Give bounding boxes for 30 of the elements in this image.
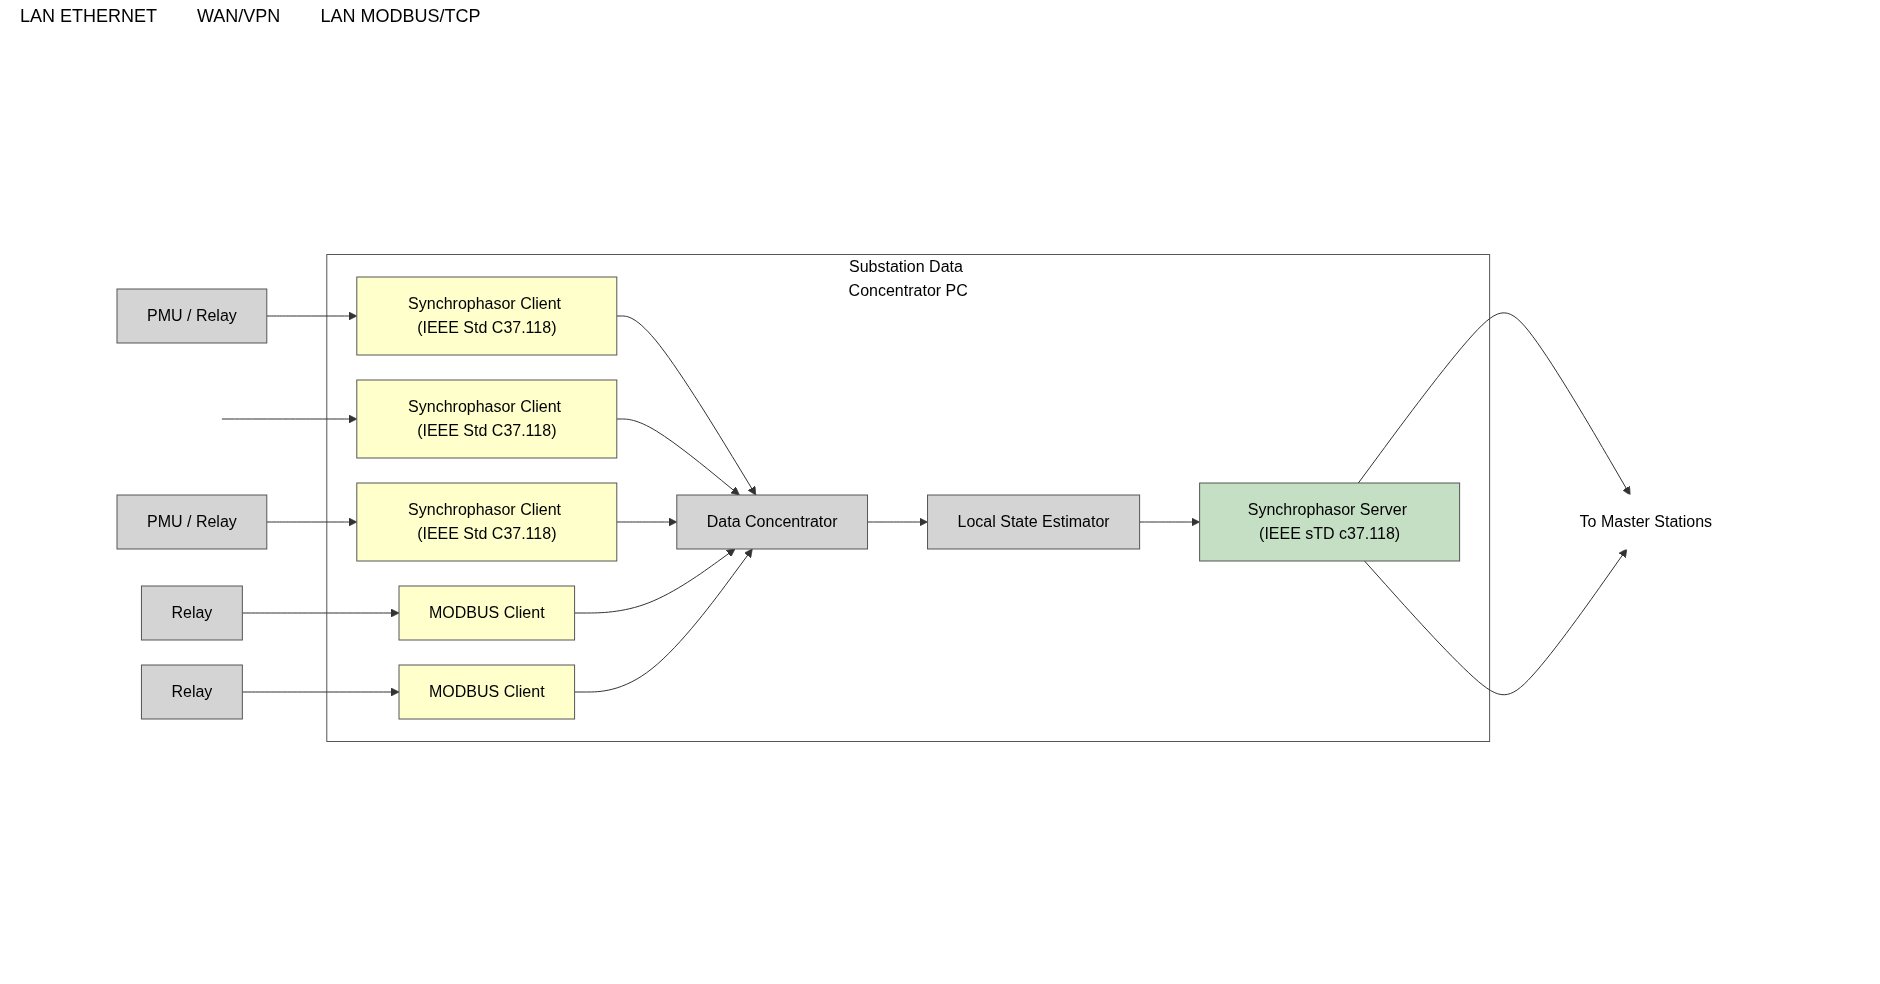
arrow: [574, 548, 754, 693]
arrow: [616, 418, 741, 496]
arrow: [242, 687, 400, 697]
network-label: LAN ETHERNET: [20, 6, 158, 27]
arrow: [1364, 548, 1628, 696]
arrow: [266, 311, 358, 321]
node-box: Synchrophasor Client (IEEE Std C37.118): [356, 379, 618, 459]
node-box: PMU / Relay: [116, 494, 268, 550]
arrow: [867, 517, 929, 527]
node-box: Synchrophasor Client (IEEE Std C37.118): [356, 482, 618, 562]
node-box: Synchrophasor Client (IEEE Std C37.118): [356, 276, 618, 356]
node-box: Relay: [141, 585, 244, 641]
network-label: LAN MODBUS/TCP: [320, 6, 481, 27]
arrow: [221, 414, 358, 424]
node-box: Data Concentrator: [676, 494, 869, 550]
node-box: MODBUS Client: [398, 585, 576, 641]
node-box: PMU / Relay: [116, 288, 268, 344]
arrow: [1358, 312, 1631, 496]
node-box: Relay: [141, 664, 244, 720]
arrow: [616, 517, 678, 527]
node-box: Synchrophasor Server (IEEE sTD c37.118): [1199, 482, 1461, 562]
arrow: [574, 548, 736, 614]
network-label: WAN/VPN: [197, 6, 281, 27]
arrow: [1139, 517, 1201, 527]
arrow: [242, 608, 400, 618]
node-box: MODBUS Client: [398, 664, 576, 720]
node-text: To Master Stations: [1580, 513, 1713, 530]
node-box: Local State Estimator: [927, 494, 1141, 550]
arrow: [616, 315, 757, 496]
arrow: [266, 517, 358, 527]
